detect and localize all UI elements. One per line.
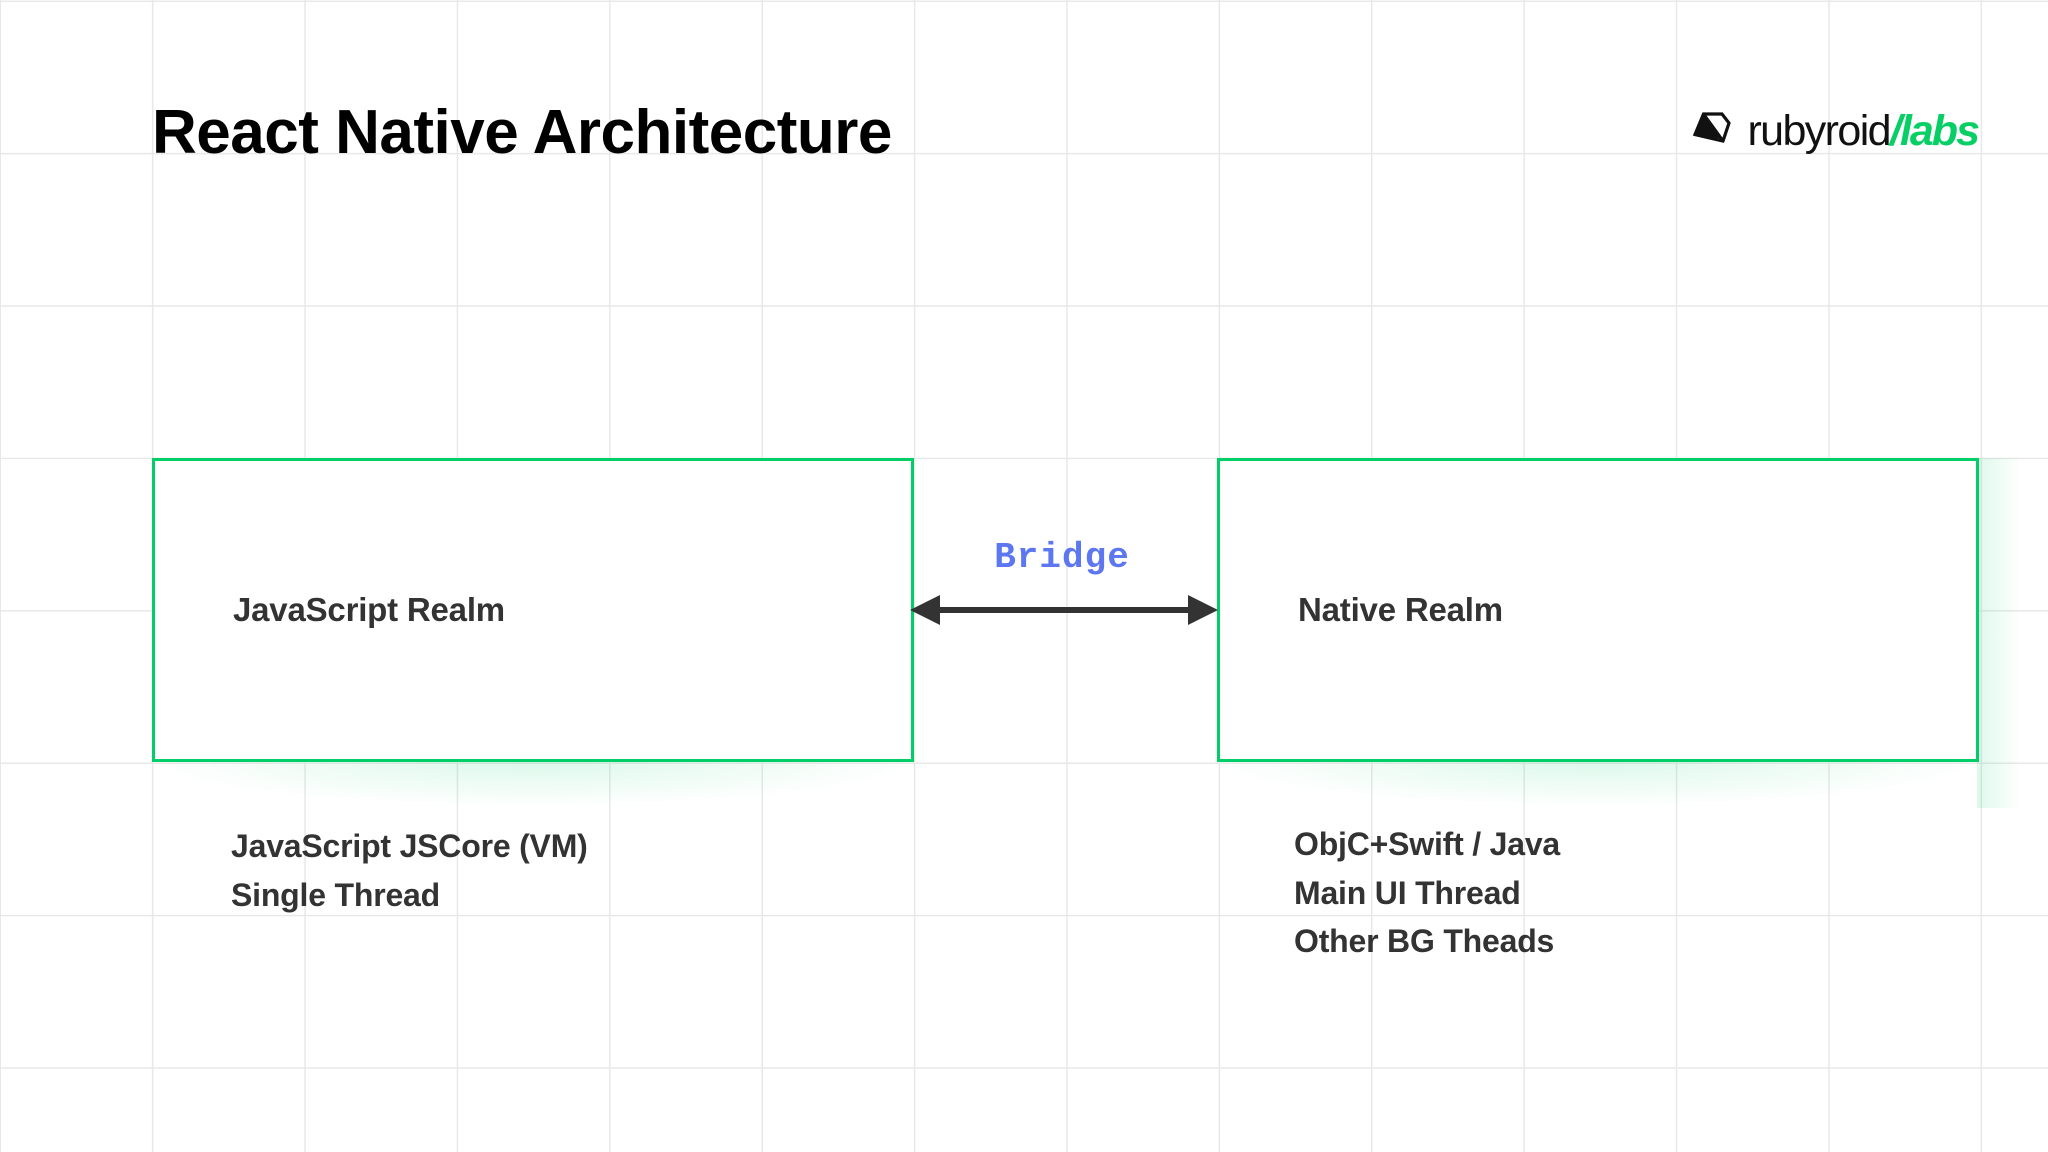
page-title: React Native Architecture bbox=[152, 98, 892, 167]
brand-wordmark: rubyroid/labs bbox=[1747, 106, 1980, 155]
js-realm-caption: JavaScript JSCore (VM) Single Thread bbox=[231, 822, 588, 919]
native-realm-glow-right bbox=[1977, 458, 2029, 808]
js-realm-box: JavaScript Realm bbox=[152, 458, 914, 762]
gem-icon bbox=[1689, 108, 1735, 154]
caption-line: Main UI Thread bbox=[1294, 874, 1521, 911]
brand-name-primary: rubyroid bbox=[1747, 106, 1891, 155]
caption-line: ObjC+Swift / Java bbox=[1294, 826, 1561, 862]
js-realm-label: JavaScript Realm bbox=[233, 591, 505, 628]
bridge-double-arrow-icon bbox=[908, 592, 1220, 628]
js-realm-glow bbox=[152, 760, 914, 806]
caption-line: Other BG Theads bbox=[1294, 923, 1555, 960]
caption-line: JavaScript JSCore (VM) bbox=[231, 828, 588, 864]
brand-logo: rubyroid/labs bbox=[1689, 104, 1980, 158]
caption-line: Single Thread bbox=[231, 876, 440, 913]
native-realm-caption: ObjC+Swift / Java Main UI Thread Other B… bbox=[1294, 820, 1560, 966]
bridge-label: Bridge bbox=[994, 537, 1130, 578]
native-realm-box: Native Realm bbox=[1217, 458, 1979, 762]
native-realm-label: Native Realm bbox=[1298, 591, 1503, 628]
native-realm-glow bbox=[1217, 760, 1979, 806]
brand-name-accent: /labs bbox=[1890, 106, 1980, 155]
